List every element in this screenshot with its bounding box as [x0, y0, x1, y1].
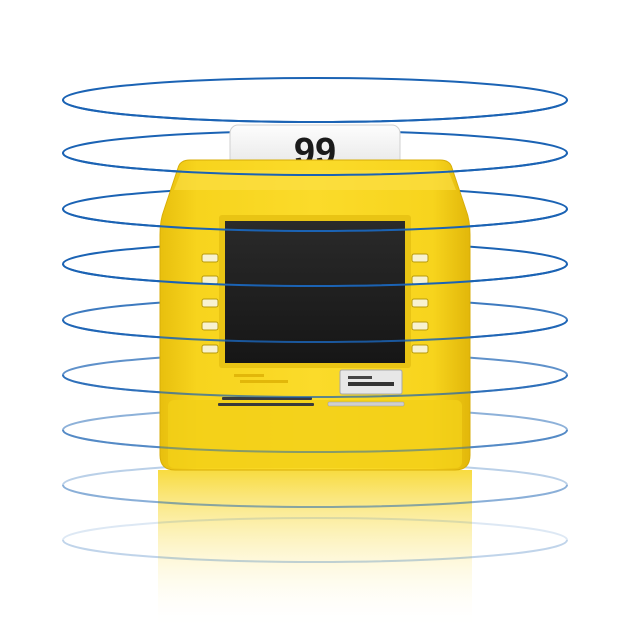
right-function-keys	[411, 253, 429, 354]
cash-dispenser	[327, 401, 405, 407]
receipt-slot	[234, 374, 288, 383]
signal-rings-front	[62, 99, 568, 563]
left-function-keys	[201, 253, 219, 354]
atm-reflection	[158, 470, 472, 630]
atm-screen	[219, 215, 411, 368]
card-reader	[339, 369, 403, 395]
